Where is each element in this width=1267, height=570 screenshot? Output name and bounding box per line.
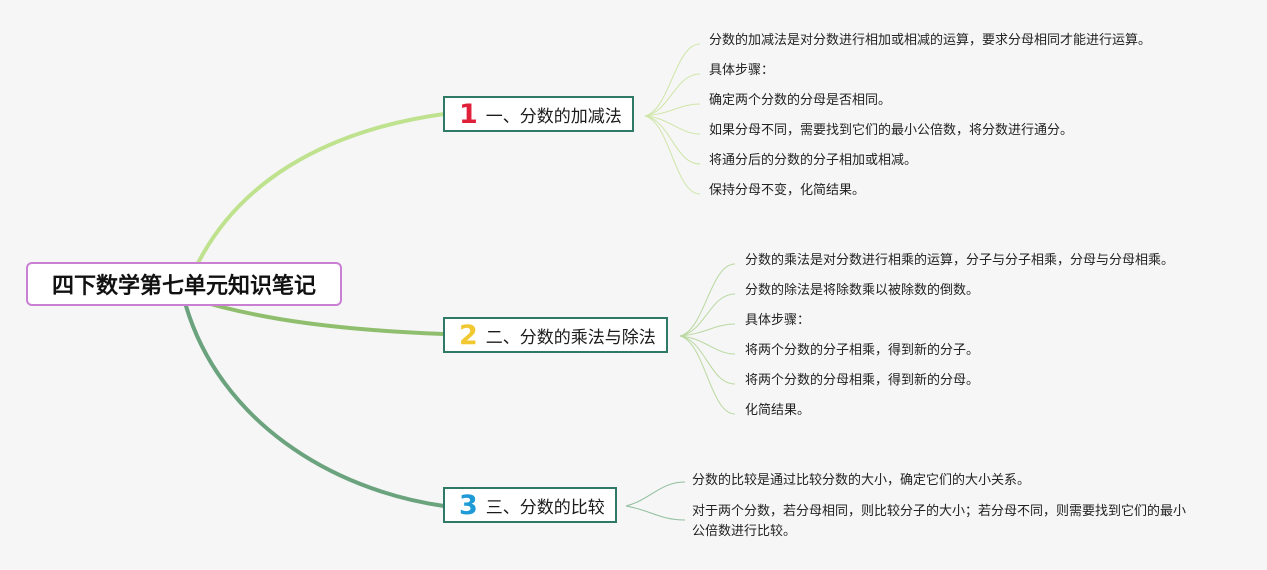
topic-3[interactable]: 3 三、分数的比较 [443, 487, 617, 523]
number-3-icon: 3 [459, 489, 478, 521]
leaf-2-3[interactable]: 具体步骤： [745, 313, 811, 328]
leaf-1-6[interactable]: 保持分母不变，化简结果。 [709, 183, 866, 198]
topic-2-label: 二、分数的乘法与除法 [485, 327, 656, 348]
root-topic[interactable]: 四下数学第七单元知识笔记 [26, 262, 342, 306]
branch-1-curve [186, 112, 446, 287]
branch-1-leaf-lines [644, 43, 701, 195]
leaf-1-3[interactable]: 确定两个分数的分母是否相同。 [709, 93, 892, 108]
leaf-3-2[interactable]: 对于两个分数，若分母相同，则比较分子的大小；若分母不同，则需要找到它们的最小公倍… [692, 504, 1187, 539]
topic-1-label: 一、分数的加减法 [485, 106, 622, 127]
leaf-1-2[interactable]: 具体步骤： [709, 63, 775, 78]
leaf-2-4[interactable]: 将两个分数的分子相乘，得到新的分子。 [745, 343, 980, 358]
leaf-1-4[interactable]: 如果分母不同，需要找到它们的最小公倍数，将分数进行通分。 [709, 123, 1074, 138]
leaf-2-6[interactable]: 化简结果。 [745, 403, 811, 418]
leaf-2-2[interactable]: 分数的除法是将除数乘以被除数的倒数。 [745, 283, 980, 298]
leaf-2-5[interactable]: 将两个分数的分母相乘，得到新的分母。 [745, 373, 980, 388]
topic-1[interactable]: 1 一、分数的加减法 [443, 96, 634, 132]
branch-3-curve [184, 304, 446, 508]
branch-3-leaf-lines [625, 481, 686, 521]
leaf-3-1[interactable]: 分数的比较是通过比较分数的大小，确定它们的大小关系。 [692, 473, 1031, 488]
number-2-icon: 2 [459, 319, 478, 351]
branch-2-leaf-lines [679, 263, 736, 415]
leaf-1-5[interactable]: 将通分后的分数的分子相加或相减。 [709, 153, 918, 168]
leaf-2-1[interactable]: 分数的乘法是对分数进行相乘的运算，分子与分子相乘，分母与分母相乘。 [745, 253, 1175, 268]
root-title: 四下数学第七单元知识笔记 [51, 274, 316, 299]
number-1-icon: 1 [459, 98, 478, 130]
topic-3-label: 三、分数的比较 [485, 497, 605, 518]
topic-2[interactable]: 2 二、分数的乘法与除法 [443, 317, 668, 353]
leaf-1-1[interactable]: 分数的加减法是对分数进行相加或相减的运算，要求分母相同才能进行运算。 [709, 33, 1152, 48]
